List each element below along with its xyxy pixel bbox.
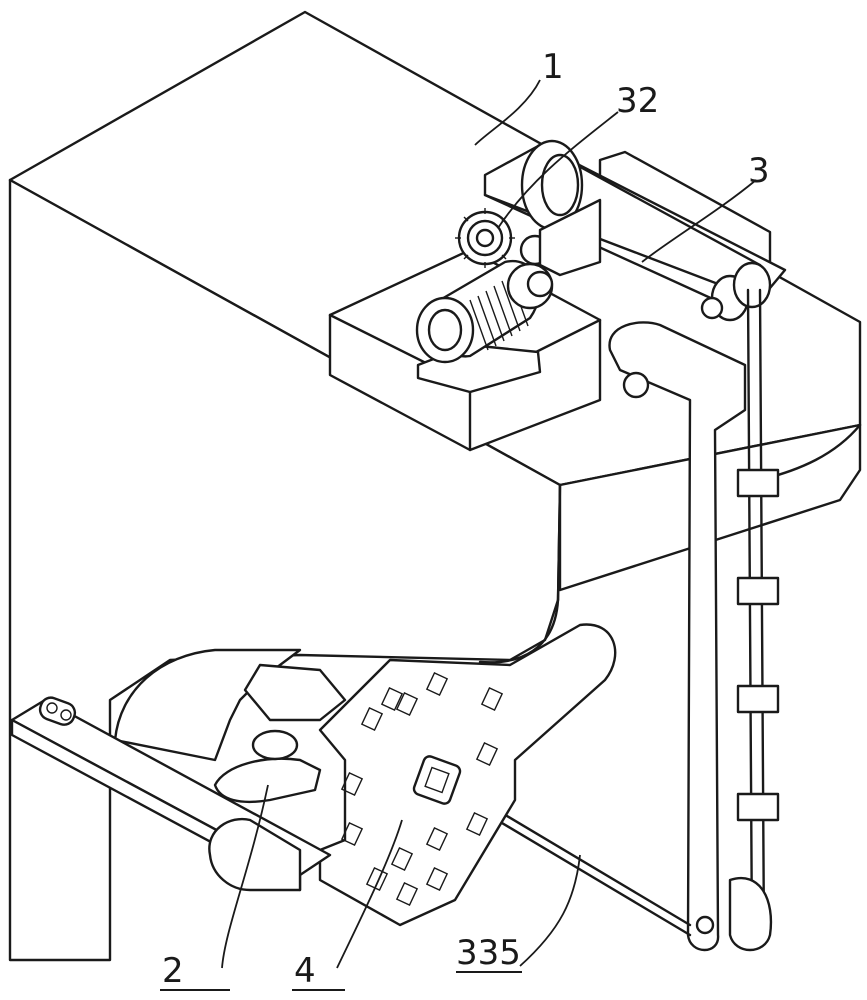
callout-32: 32 [616, 81, 659, 121]
perforated-plate [318, 623, 617, 927]
callout-1: 1 [542, 47, 564, 87]
callout-3: 3 [748, 151, 770, 191]
leader-lines [221, 79, 757, 969]
belt-clips [736, 468, 780, 822]
belt-drive [483, 139, 787, 322]
callout-labels: 1 32 3 2 4 335 [160, 47, 770, 991]
gear-assembly [455, 208, 551, 268]
callout-2: 2 [162, 951, 184, 991]
callout-4: 4 [294, 951, 316, 991]
callout-335: 335 [456, 933, 521, 973]
drive-motor [415, 259, 554, 394]
vertical-arm [608, 288, 780, 952]
left-assembly [10, 648, 347, 892]
